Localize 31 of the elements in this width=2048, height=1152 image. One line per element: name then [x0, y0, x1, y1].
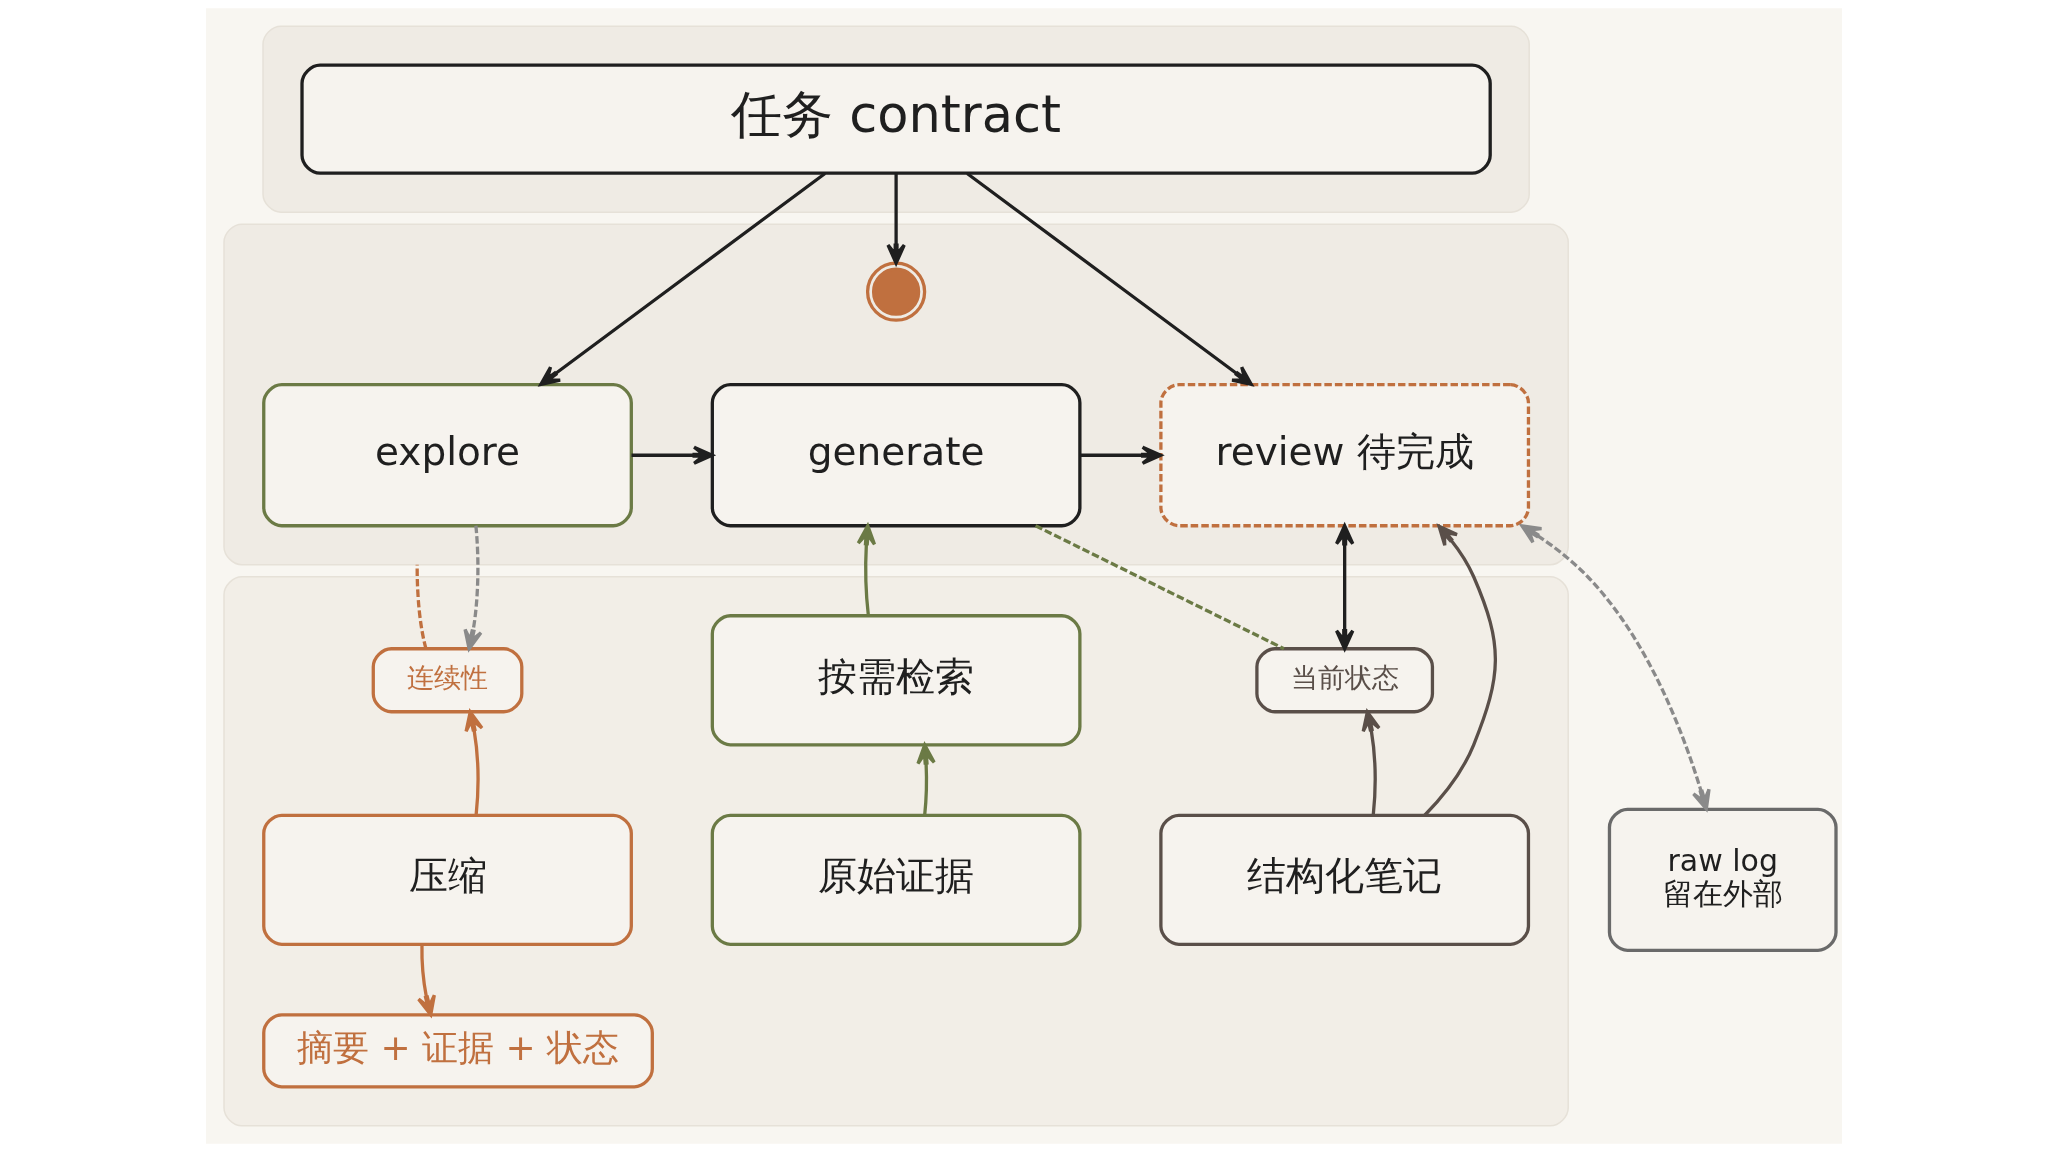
- arrow: [1361, 710, 1381, 816]
- arrow: [1334, 524, 1355, 651]
- node-box: 连续性: [371, 647, 524, 714]
- cluster: [262, 25, 1530, 213]
- cluster: [223, 223, 1569, 566]
- node-box: 压缩: [262, 813, 633, 946]
- arrow: [966, 172, 1253, 387]
- arrow: [916, 743, 936, 816]
- node-box: 原始证据: [710, 813, 1082, 946]
- arrow: [1520, 524, 1711, 811]
- node-box: review 待完成: [1159, 383, 1531, 528]
- node-box: 结构化笔记: [1159, 813, 1531, 946]
- connector: [1034, 524, 1285, 651]
- arrow: [1080, 445, 1163, 465]
- arrow: [631, 445, 714, 465]
- node-box: generate: [710, 383, 1082, 528]
- node-box: 任务 contract: [300, 63, 1492, 175]
- arrow: [856, 524, 877, 616]
- arrow: [539, 172, 826, 387]
- arrow: [463, 525, 483, 651]
- node-circle: [865, 261, 927, 322]
- node-box: 当前状态: [1255, 647, 1435, 714]
- arrow: [416, 944, 436, 1017]
- arrow: [1423, 524, 1497, 817]
- arrow: [464, 710, 484, 816]
- node-box: explore: [262, 383, 633, 528]
- node-box: raw log 留在外部: [1607, 807, 1838, 952]
- cluster: [223, 576, 1569, 1127]
- node-box: 摘要 + 证据 + 状态: [262, 1013, 654, 1089]
- node-box: 按需检索: [710, 614, 1082, 747]
- arrow: [886, 173, 906, 265]
